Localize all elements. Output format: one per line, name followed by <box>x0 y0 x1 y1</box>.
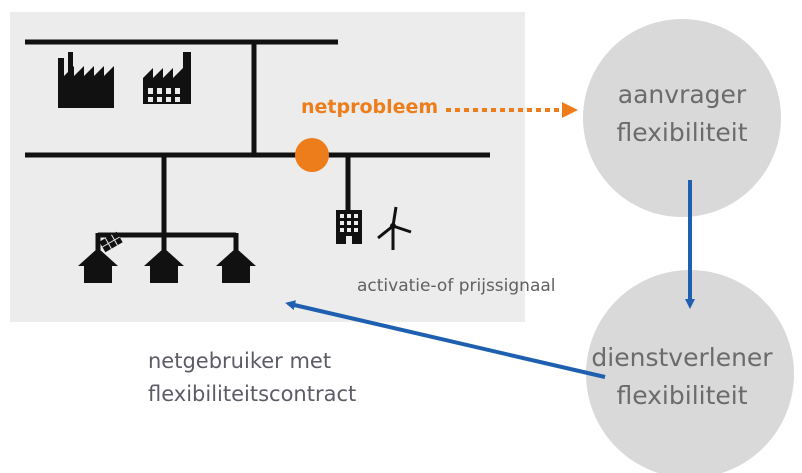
provider-label-line2: flexibiliteit <box>616 381 748 410</box>
factory-icon <box>58 52 114 108</box>
consumer-label-line2: flexibiliteitscontract <box>148 382 357 406</box>
problem-node <box>295 138 329 172</box>
office-building-icon <box>336 210 362 244</box>
house-icon <box>216 248 256 283</box>
provider-circle <box>586 270 794 473</box>
provider-label-line1: dienstverlener <box>591 343 773 372</box>
requester-circle <box>583 19 781 217</box>
house-icon <box>144 248 184 283</box>
consumer-label: netgebruiker met flexibiliteitscontract <box>148 345 356 411</box>
wind-turbine-icon <box>377 206 412 250</box>
signal-arrow <box>285 300 606 379</box>
consumer-label-line1: netgebruiker met <box>148 349 332 373</box>
factory-icon <box>143 52 191 104</box>
house-with-solar-panel-icon <box>78 231 123 283</box>
requester-label: aanvrager flexibiliteit <box>584 76 780 152</box>
requester-label-line1: aanvrager <box>617 80 747 109</box>
problem-arrow <box>446 102 578 118</box>
signal-label: activatie-of prijssignaal <box>357 276 556 296</box>
grid-lines <box>25 39 490 250</box>
requester-label-line2: flexibiliteit <box>616 118 748 147</box>
provider-label: dienstverlener flexibiliteit <box>582 339 782 415</box>
problem-label: netprobleem <box>301 96 439 118</box>
